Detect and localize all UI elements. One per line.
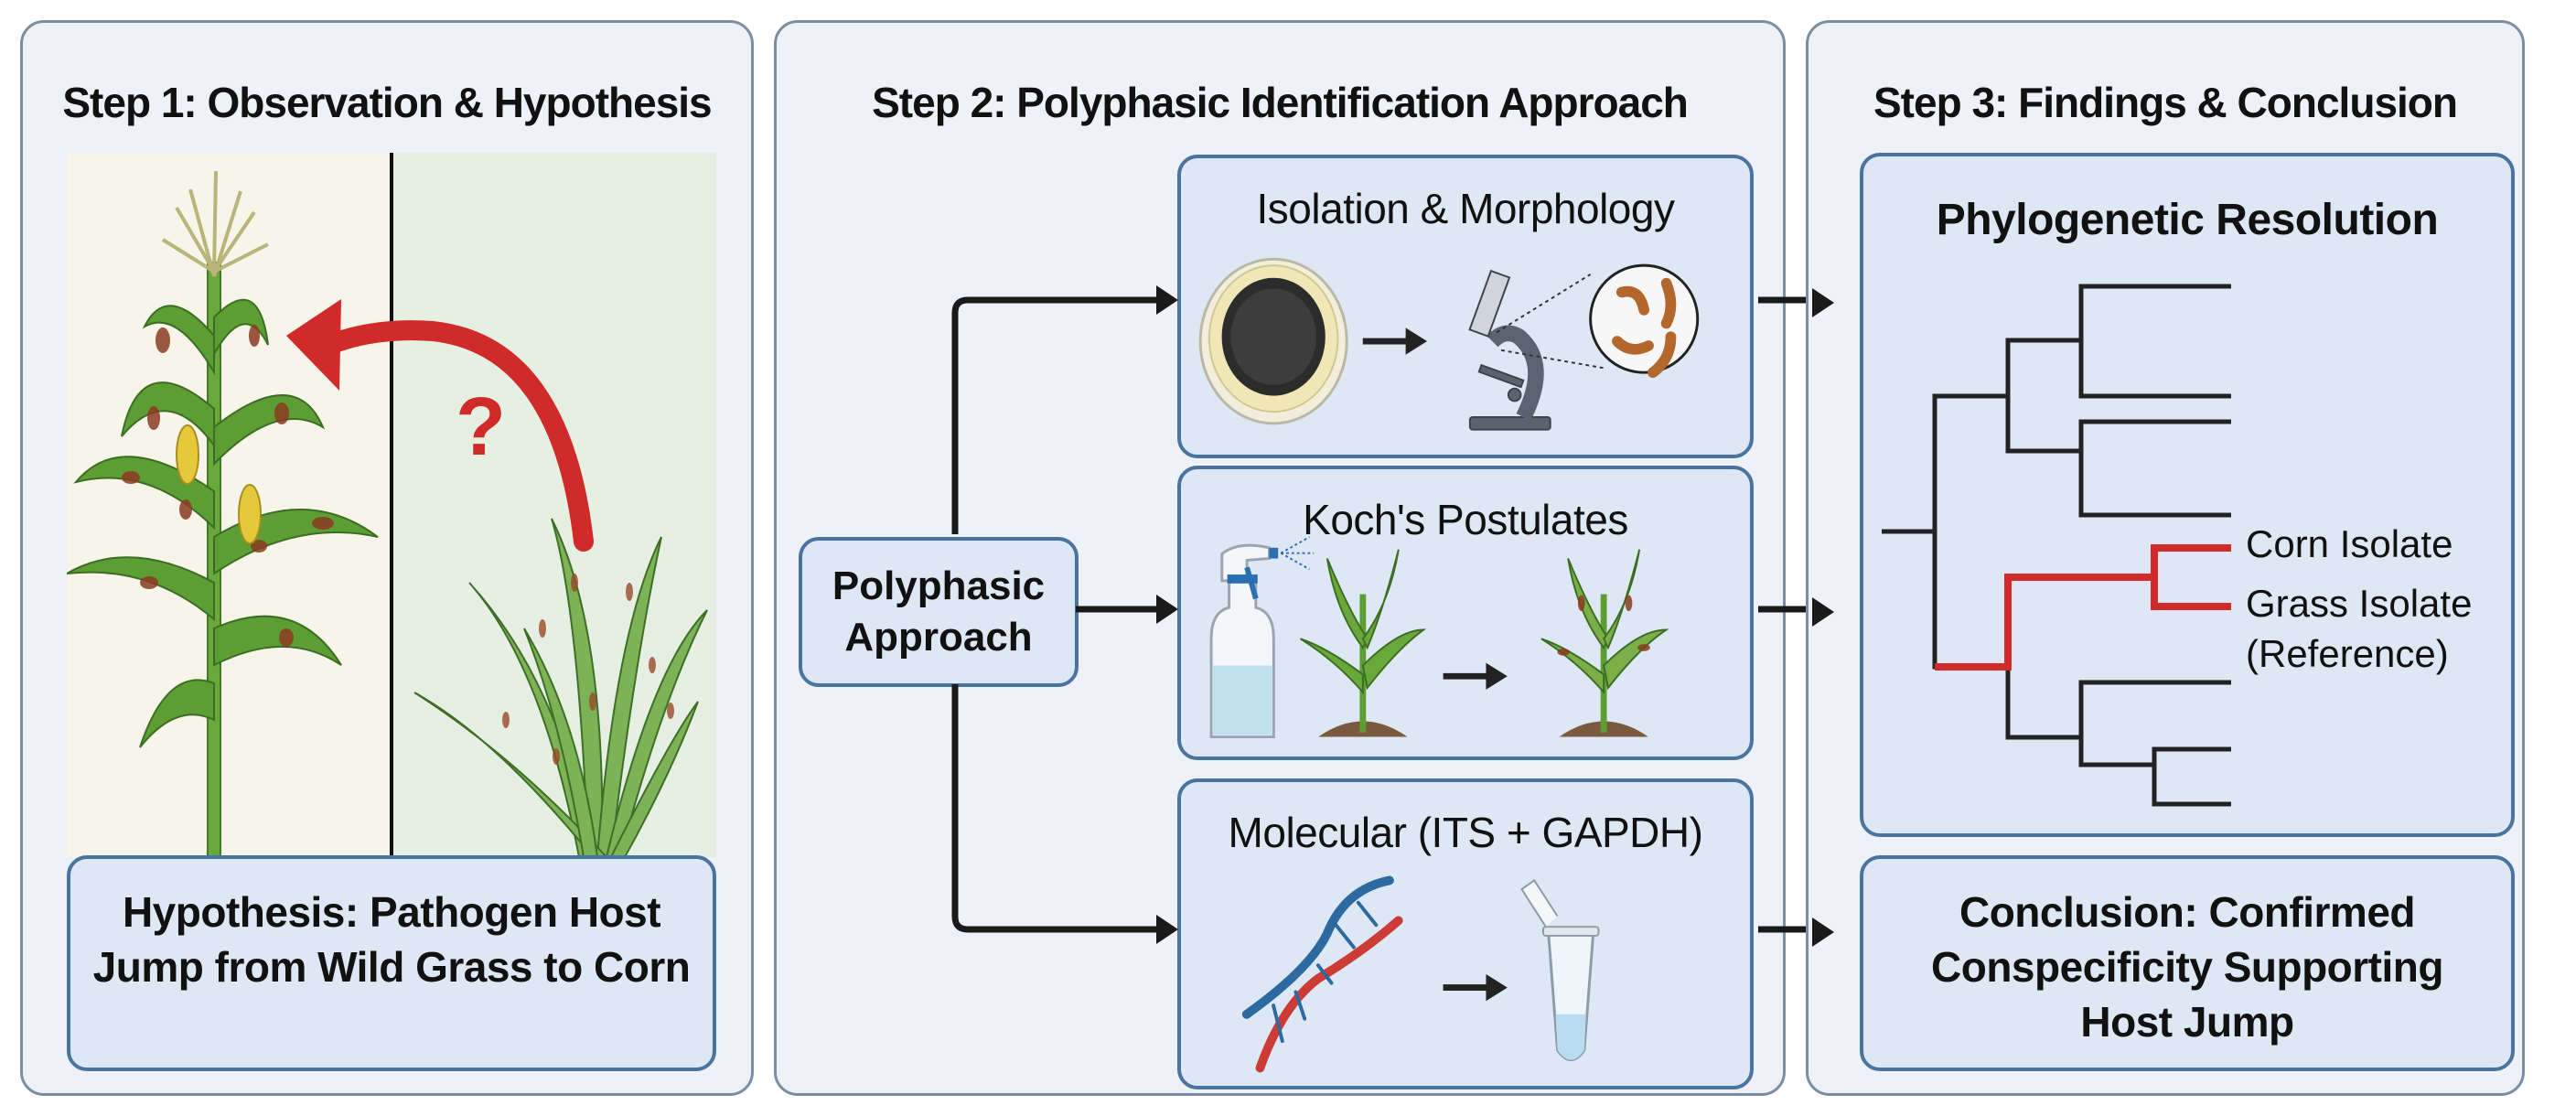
tree-branch bbox=[2005, 667, 2081, 740]
polyphasic-approach-box: Polyphasic Approach bbox=[799, 537, 1079, 687]
method-title-isolation: Isolation & Morphology bbox=[1256, 185, 1675, 232]
step3-panel: Step 3: Findings & Conclusion Phylogenet… bbox=[1806, 20, 2525, 1096]
incoming-arrowheads bbox=[1812, 288, 1834, 947]
grass-isolate-label: Grass Isolate bbox=[2246, 582, 2473, 625]
arrow-icon bbox=[1362, 327, 1428, 355]
tree-branch bbox=[1932, 531, 2008, 670]
tree-leaf bbox=[2078, 680, 2231, 737]
phylogenetic-resolution-box: Phylogenetic Resolution bbox=[1860, 153, 2515, 837]
host-jump-illustration: ? bbox=[67, 153, 716, 857]
reference-label: (Reference) bbox=[2246, 632, 2449, 675]
tree-leaf bbox=[2078, 284, 2231, 340]
arrowhead-icon bbox=[1812, 288, 1834, 317]
petri-dish-icon bbox=[1198, 257, 1348, 425]
method-box-isolation-morphology: Isolation & Morphology bbox=[1177, 155, 1754, 458]
tree-leaf bbox=[2078, 451, 2231, 518]
microscope-icon bbox=[1468, 269, 1551, 431]
hypothesis-text: Hypothesis: Pathogen Host Jump from Wild… bbox=[92, 888, 691, 991]
conclusion-box: Conclusion: Confirmed Conspecificity Sup… bbox=[1860, 855, 2515, 1071]
arrow-icon bbox=[1443, 973, 1508, 1002]
phylogeny-title: Phylogenetic Resolution bbox=[1936, 196, 2439, 244]
step1-title: Step 1: Observation & Hypothesis bbox=[62, 79, 712, 126]
step3-title: Step 3: Findings & Conclusion bbox=[1873, 79, 2458, 126]
corn-isolate-label: Corn Isolate bbox=[2246, 522, 2453, 565]
method-title-molecular: Molecular (ITS + GAPDH) bbox=[1228, 809, 1703, 856]
spray-bottle-icon bbox=[1209, 536, 1315, 739]
step1-panel: Step 1: Observation & Hypothesis bbox=[20, 20, 754, 1096]
arrow-icon bbox=[1443, 662, 1508, 690]
highlighted-clade bbox=[1935, 544, 2231, 671]
corn-background bbox=[67, 153, 392, 857]
phylogenetic-tree bbox=[1882, 284, 2231, 807]
diseased-plant-icon bbox=[1540, 549, 1669, 737]
arrowhead-icon bbox=[1812, 917, 1834, 947]
question-mark-icon: ? bbox=[456, 381, 506, 473]
step2-title: Step 2: Polyphasic Identification Approa… bbox=[872, 79, 1689, 126]
grass-lesions bbox=[502, 574, 674, 765]
dna-icon bbox=[1241, 875, 1403, 1073]
method-box-molecular: Molecular (ITS + GAPDH) bbox=[1177, 778, 1754, 1089]
spores-magnified-icon bbox=[1496, 263, 1700, 379]
tree-leaf bbox=[2152, 746, 2231, 765]
hypothesis-box: Hypothesis: Pathogen Host Jump from Wild… bbox=[67, 855, 716, 1071]
tree-branch bbox=[2005, 396, 2081, 454]
tree-leaf bbox=[2078, 419, 2231, 451]
corn-plant-icon bbox=[67, 170, 379, 857]
tree-branch bbox=[1932, 393, 2008, 531]
arrowhead-icon bbox=[1812, 597, 1834, 627]
host-jump-arrow-icon bbox=[286, 299, 594, 552]
tree-branch bbox=[2078, 737, 2154, 767]
conclusion-text: Conclusion: Confirmed Conspecificity Sup… bbox=[1931, 888, 2443, 1046]
step2-panel: Step 2: Polyphasic Identification Approa… bbox=[774, 20, 1786, 1096]
tree-leaf bbox=[2152, 765, 2231, 807]
microtube-icon bbox=[1520, 879, 1600, 1062]
method-title-koch: Koch's Postulates bbox=[1303, 496, 1628, 543]
wild-grass-icon bbox=[413, 518, 708, 857]
polyphasic-approach-label: Polyphasic Approach bbox=[832, 563, 1046, 660]
tree-branch bbox=[2005, 338, 2081, 396]
tree-leaf bbox=[2078, 340, 2231, 399]
healthy-plant-icon bbox=[1300, 549, 1427, 737]
method-box-kochs-postulates: Koch's Postulates bbox=[1177, 466, 1754, 760]
